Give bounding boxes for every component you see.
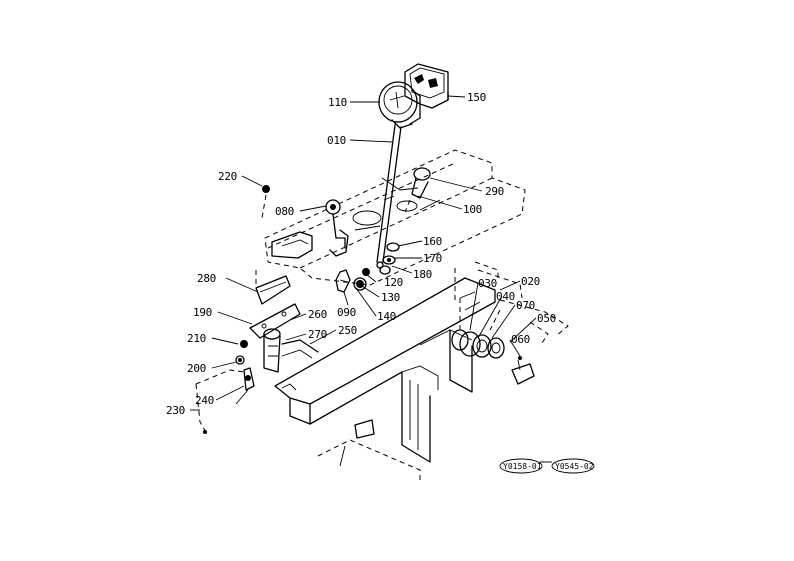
part-label-120: 120: [384, 276, 403, 289]
meter-150: [404, 63, 449, 109]
dash-panel-housing: [264, 149, 526, 286]
part-labels: 110 150 010 220 290 080 100 160 170 180 …: [166, 91, 556, 417]
part-label-160: 160: [423, 235, 442, 248]
ref-code-1: Y0158-01: [503, 462, 542, 471]
part-label-190: 190: [193, 306, 212, 319]
part-label-260: 260: [308, 308, 327, 321]
ref-code-2: Y0545-02: [555, 462, 594, 471]
switch-260: [263, 328, 319, 373]
part-label-080: 080: [275, 205, 294, 218]
small-parts-left: [195, 340, 255, 434]
gauge-110: [378, 81, 421, 129]
part-label-200: 200: [187, 362, 206, 375]
part-label-090: 090: [337, 306, 356, 319]
part-label-220: 220: [218, 170, 237, 183]
part-label-230: 230: [166, 404, 185, 417]
knob-290: [404, 167, 431, 213]
washers-group: [353, 242, 400, 291]
switch-080: [325, 199, 349, 257]
part-label-140: 140: [377, 310, 396, 323]
reference-codes: Y0158-01 Y0545-02: [499, 458, 595, 474]
part-label-100: 100: [463, 203, 482, 216]
part-label-280: 280: [197, 272, 216, 285]
leader-lines: [190, 95, 552, 463]
part-label-250: 250: [338, 324, 357, 337]
part-label-270: 270: [308, 328, 327, 341]
part-label-290: 290: [485, 185, 504, 198]
bracket-190: [249, 303, 301, 339]
part-label-050: 050: [537, 312, 556, 325]
part-label-240: 240: [195, 394, 214, 407]
part-label-060: 060: [511, 333, 530, 346]
cable-010: [376, 124, 419, 269]
key-060: [511, 356, 535, 385]
part-label-040: 040: [496, 290, 515, 303]
group-outline-right: [459, 269, 569, 347]
part-label-110: 110: [328, 96, 347, 109]
nut-220: [261, 185, 270, 219]
part-label-030: 030: [478, 277, 497, 290]
part-label-020: 020: [521, 275, 540, 288]
part-label-210: 210: [187, 332, 206, 345]
part-label-150: 150: [467, 91, 486, 104]
bracket-280: [255, 270, 291, 305]
part-label-170: 170: [423, 252, 442, 265]
part-label-180: 180: [413, 268, 432, 281]
part-label-070: 070: [516, 299, 535, 312]
part-label-130: 130: [381, 291, 400, 304]
part-label-010: 010: [327, 134, 346, 147]
